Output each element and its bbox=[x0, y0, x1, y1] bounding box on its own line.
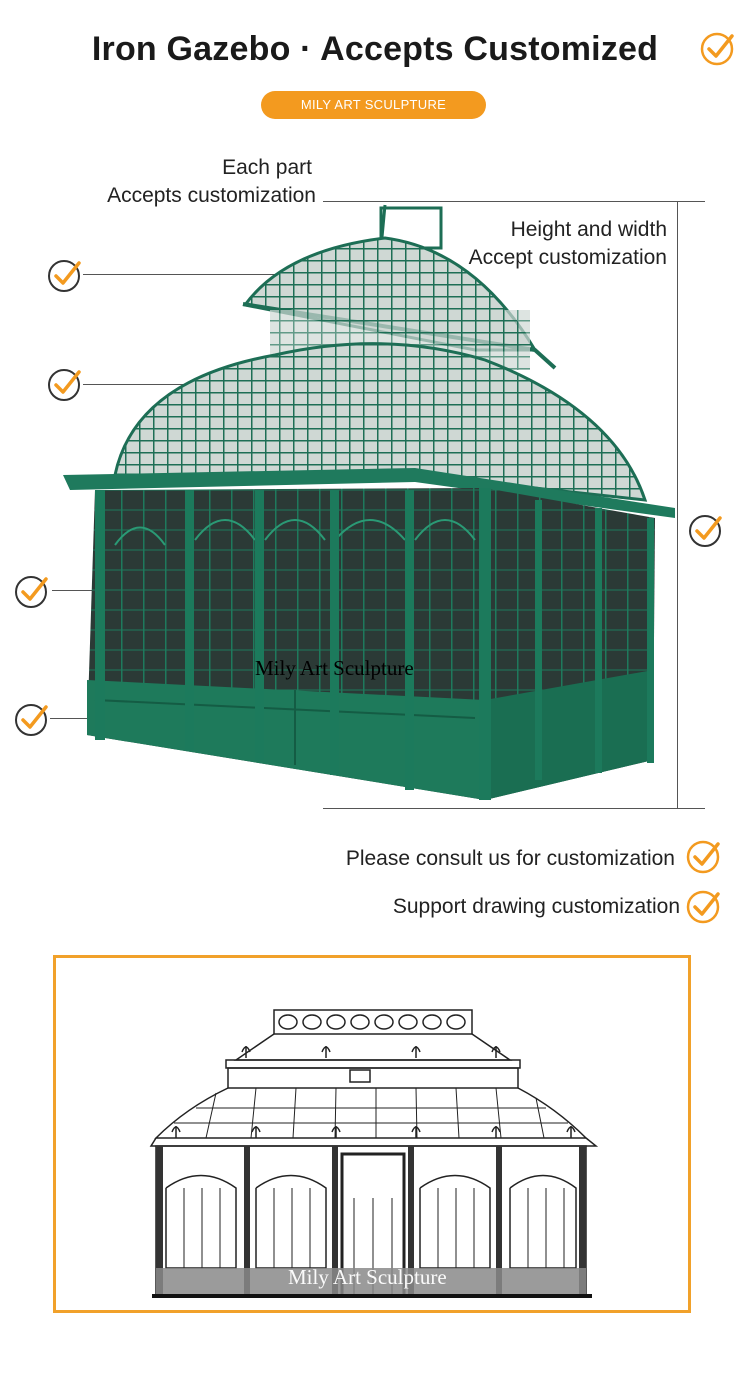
technical-drawing: Mily Art Sculpture bbox=[149, 1009, 599, 1298]
gazebo-photo: Mily Art Sculpture bbox=[63, 204, 675, 800]
consult-label: Please consult us for customization bbox=[345, 847, 675, 870]
check-circle-icon bbox=[700, 32, 734, 66]
check-circle-icon bbox=[15, 704, 48, 736]
drawing-watermark: Mily Art Sculpture bbox=[288, 1265, 447, 1289]
check-circle-icon bbox=[15, 576, 48, 608]
check-circle-icon bbox=[48, 260, 81, 292]
photo-watermark: Mily Art Sculpture bbox=[255, 656, 414, 680]
top-guide-line bbox=[323, 201, 705, 202]
each-part-label-2: Accepts customization bbox=[107, 184, 316, 207]
check-circle-icon bbox=[689, 515, 722, 547]
technical-drawing-frame: Mily Art Sculpture bbox=[53, 955, 691, 1313]
check-circle-icon bbox=[686, 840, 720, 874]
height-label-2: Accept customization bbox=[468, 246, 667, 269]
drawing-label: Support drawing customization bbox=[392, 895, 680, 918]
height-guide-line bbox=[677, 201, 678, 809]
check-circle-icon bbox=[686, 890, 720, 924]
brand-badge: MILY ART SCULPTURE bbox=[261, 91, 486, 119]
each-part-label-1: Each part bbox=[222, 156, 312, 179]
height-label-1: Height and width bbox=[510, 218, 667, 241]
callout-line-2 bbox=[83, 384, 263, 385]
check-circle-icon bbox=[48, 369, 81, 401]
callout-line-1 bbox=[83, 274, 293, 275]
page-title: Iron Gazebo · Accepts Customized bbox=[91, 30, 659, 68]
bottom-guide-line bbox=[323, 808, 705, 809]
